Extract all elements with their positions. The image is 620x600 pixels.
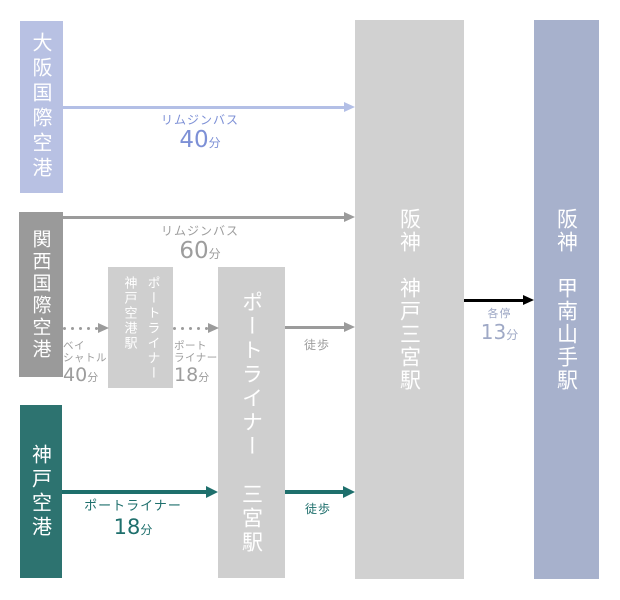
arrow-head-icon [344,102,355,112]
arrow-head-icon [98,323,109,333]
arrow-head-icon [208,323,219,333]
transport-mode: リムジンバス [160,113,239,127]
station-name: 神戸空港駅 [121,276,137,351]
node-kobe-airport: 神戸空港 [20,405,62,578]
duration: 40分 [179,127,221,154]
node-label: 阪神 神戸三宮駅 [397,207,422,392]
node-label: ポートライナー 神戸空港駅 [120,276,162,381]
node-kansai-international-airport: 関西国際空港 [19,212,63,377]
label-limousine-bus-osaka: リムジンバス 40分 [140,113,260,155]
arrow-portliner-from-kobe-airport [62,486,218,498]
arrow-limousine-bus-from-kansai [63,212,355,222]
node-label: 阪神 甲南山手駅 [554,207,579,392]
duration: 13分 [480,320,519,345]
dotted-shaft [173,326,208,330]
label-limousine-bus-kansai: リムジンバス 60分 [140,224,260,266]
line-name: ポートライナー [144,276,160,381]
node-hanshin-konan-yamate-station: 阪神 甲南山手駅 [534,20,599,579]
arrow-shaft [62,490,206,494]
duration: 18分 [174,364,210,387]
node-label: 大阪国際空港 [29,32,53,182]
transport-mode: ベイ シャトル [63,340,107,365]
transport-mode: ポート ライナー [174,340,218,365]
arrow-portliner-transfer-dotted [173,323,219,333]
label-portliner-transfer: ポート ライナー 18分 [174,340,226,387]
node-label: ポートライナー 三宮駅 [239,290,264,555]
arrow-local-train [464,295,534,305]
label-local-train: 各停 13分 [467,307,532,344]
arrow-shaft [285,325,344,329]
arrow-walk-gray [285,322,355,332]
duration: 60分 [179,238,221,265]
transport-mode: 各停 [487,307,512,320]
arrow-shaft [63,105,344,109]
node-hanshin-kobe-sannomiya-station: 阪神 神戸三宮駅 [355,20,464,579]
arrow-bay-shuttle-dotted [63,323,109,333]
arrow-shaft [285,490,343,494]
duration: 18分 [113,514,153,539]
arrow-head-icon [523,295,534,305]
arrow-head-icon [344,212,355,222]
arrow-shaft [63,215,344,219]
arrow-head-icon [344,322,355,332]
node-portliner-kobe-airport-station: ポートライナー 神戸空港駅 [108,267,173,388]
transport-mode: ポートライナー [84,499,182,514]
arrow-walk-teal [285,486,355,498]
arrow-shaft [464,298,523,302]
label-portliner-kobe-airport: ポートライナー 18分 [73,499,193,540]
node-label: 神戸空港 [28,443,53,540]
duration: 40分 [63,364,99,387]
label-bay-shuttle: ベイ シャトル 40分 [63,340,115,387]
label-walk-gray: 徒歩 [303,338,330,352]
node-osaka-international-airport: 大阪国際空港 [20,21,63,193]
arrow-limousine-bus-from-osaka [63,102,355,112]
node-label: 関西国際空港 [29,228,52,361]
node-portliner-sannomiya-station: ポートライナー 三宮駅 [218,267,285,578]
arrow-head-icon [343,486,355,498]
dotted-shaft [63,326,98,330]
arrow-head-icon [206,486,218,498]
transport-mode: リムジンバス [160,224,239,238]
label-walk-teal: 徒歩 [304,502,331,516]
